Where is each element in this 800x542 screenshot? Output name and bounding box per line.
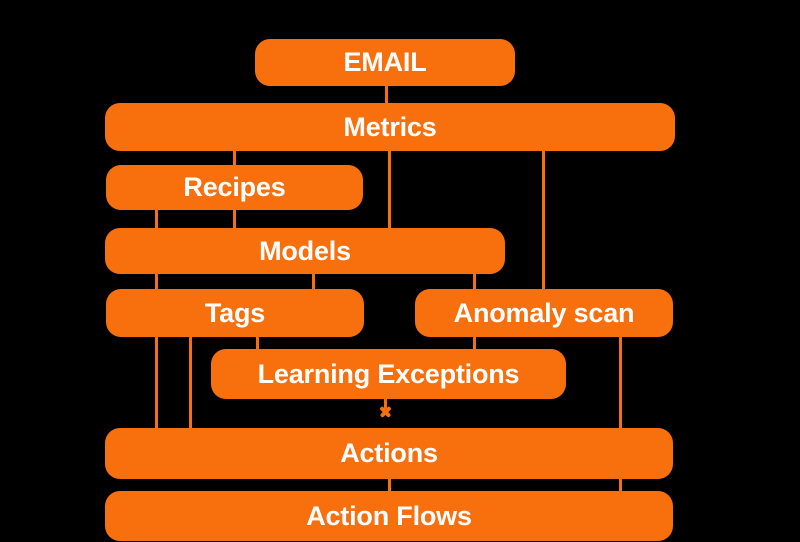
node-models: Models [105, 228, 505, 274]
connector-tags-actions [189, 334, 192, 432]
connector-tags-learning-exceptions [256, 334, 259, 352]
x-marker-icon [378, 404, 393, 419]
node-email: EMAIL [255, 39, 515, 86]
connector-models-tags [312, 270, 315, 294]
node-action-flows: Action Flows [105, 491, 673, 541]
node-actions: Actions [105, 428, 673, 479]
node-tags: Tags [106, 289, 364, 337]
connector-metrics-anomaly-scan [542, 148, 545, 294]
node-metrics: Metrics [105, 103, 675, 151]
node-recipes: Recipes [106, 165, 363, 210]
node-anomaly-scan: Anomaly scan [415, 289, 673, 337]
connector-anomaly-scan-action-flows [619, 334, 622, 494]
connector-learning-exceptions-stub [384, 397, 387, 409]
node-learning-exceptions: Learning Exceptions [211, 349, 566, 399]
connector-email-metrics [385, 84, 388, 108]
connector-actions-action-flows [388, 476, 391, 494]
connector-metrics-models [388, 148, 391, 232]
